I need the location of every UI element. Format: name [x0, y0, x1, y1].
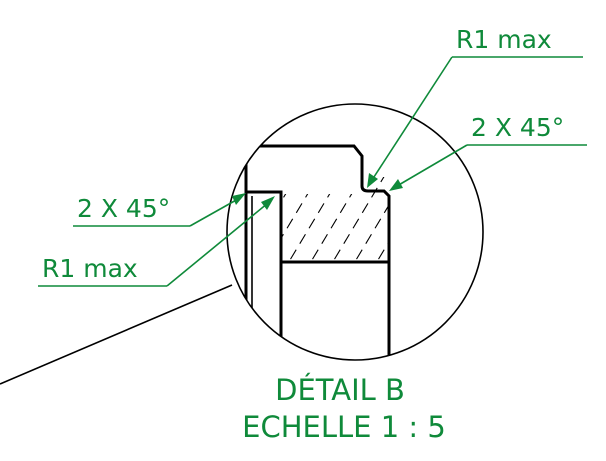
detail-title: DÉTAIL B	[275, 373, 405, 407]
left-chamfer-arrowhead	[232, 193, 246, 205]
section-hatching	[281, 177, 389, 262]
left-chamfer-text: 2 X 45°	[77, 194, 170, 223]
detail-reference-line	[0, 284, 233, 385]
top-radius-text: R1 max	[456, 25, 552, 54]
right-chamfer-text: 2 X 45°	[471, 113, 564, 142]
top-radius-arrowhead	[367, 173, 378, 188]
annotation-top-radius: R1 max	[367, 25, 583, 188]
right-chamfer-arrowhead	[389, 179, 403, 191]
detail-boundary-circle	[226, 103, 484, 361]
annotation-left-chamfer: 2 X 45°	[73, 193, 246, 227]
part-section	[244, 144, 391, 360]
left-radius-arrowhead	[261, 196, 275, 210]
annotation-right-chamfer: 2 X 45°	[389, 113, 587, 191]
detail-scale: ECHELLE 1 : 5	[242, 410, 446, 444]
left-radius-text: R1 max	[42, 254, 138, 283]
upper-block-outline	[244, 144, 391, 264]
annotation-left-radius: R1 max	[38, 196, 275, 287]
